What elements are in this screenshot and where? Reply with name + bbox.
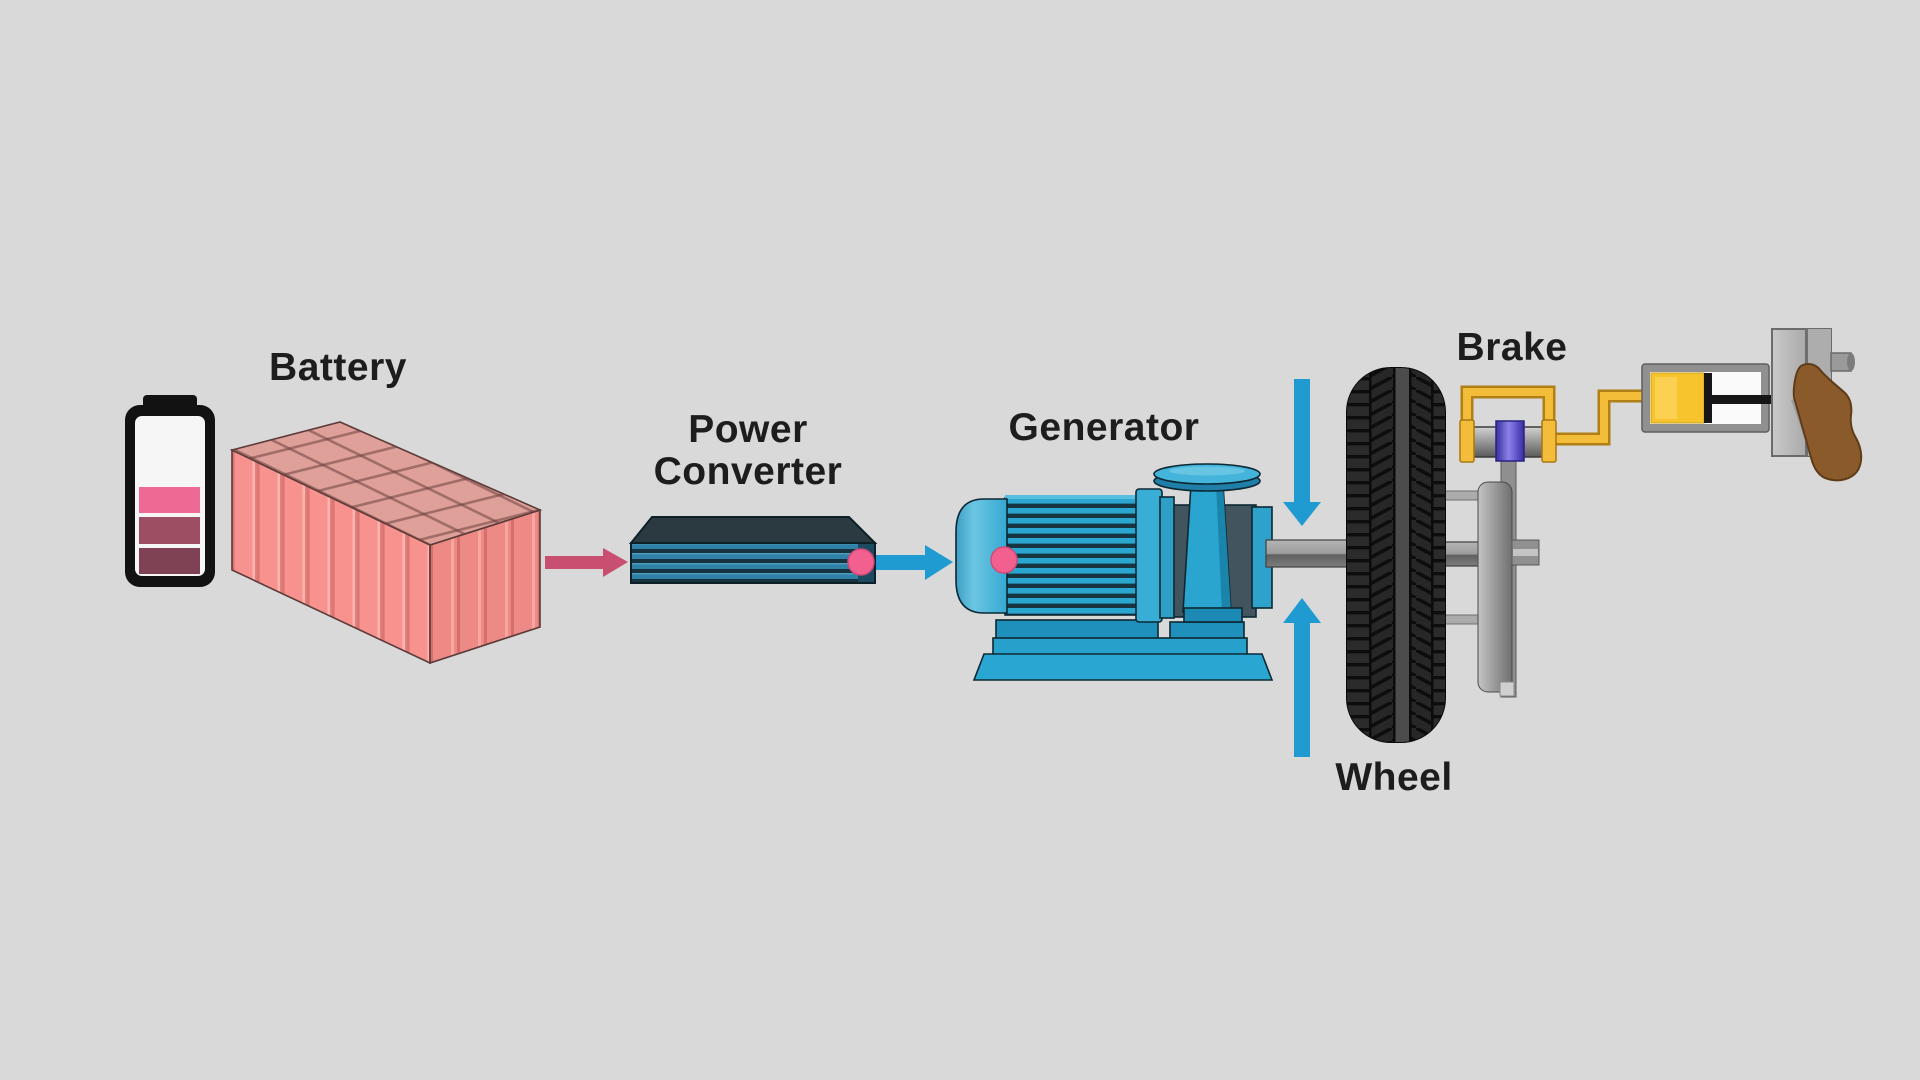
generator-label: Generator [1008, 406, 1200, 449]
tie-rod-lower [1442, 614, 1482, 625]
arrow-battery-to-converter [545, 548, 628, 577]
brake-pedal-assembly [1771, 328, 1863, 482]
arrow-up [1283, 598, 1321, 757]
battery-label: Battery [269, 346, 407, 389]
battery-charge-icon [125, 395, 215, 587]
battery-bar-mid [139, 517, 200, 544]
caliper-purple-band [1495, 420, 1525, 462]
tie-rod-upper [1442, 490, 1482, 501]
power-converter-box [628, 516, 878, 584]
piston-plate [1704, 373, 1712, 423]
brake-disc-assembly [1442, 454, 1540, 698]
energy-dot-generator [990, 546, 1018, 574]
generator-pump [955, 463, 1348, 681]
master-cylinder [1641, 363, 1774, 433]
wheel-tire [1346, 367, 1446, 743]
brake-label: Brake [1456, 326, 1568, 369]
brake-rotor [1477, 481, 1513, 693]
brake-caliper [1459, 385, 1646, 463]
driver-foot [1792, 362, 1863, 482]
drive-shaft-left [1265, 539, 1348, 568]
battery-bar-low [139, 548, 200, 574]
arrow-converter-to-generator [876, 545, 953, 580]
brake-fluid-line-out [1552, 389, 1646, 446]
energy-dot-converter [847, 548, 875, 576]
battery-bar-full [139, 487, 200, 513]
power-converter-label: Power Converter [653, 408, 843, 493]
piston-rod [1712, 395, 1774, 404]
wheel-label: Wheel [1335, 756, 1453, 799]
arrow-down [1283, 379, 1321, 526]
battery-cell-pack [229, 421, 543, 665]
